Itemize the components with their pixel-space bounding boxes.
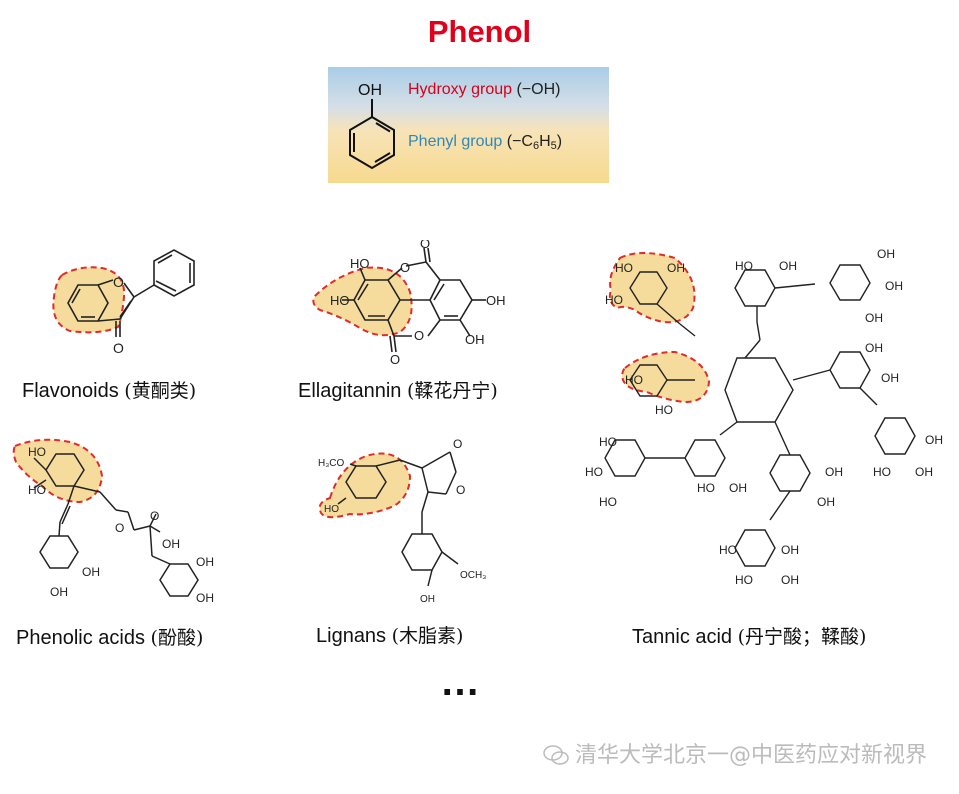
atom-label: OH (667, 261, 685, 275)
atom-label: HO (28, 483, 46, 497)
atom-label: HO (585, 465, 603, 479)
ellipsis: … (440, 660, 482, 704)
atom-label: OH (196, 555, 214, 569)
atom-label: OH (420, 594, 435, 605)
atom-label: OH (877, 247, 895, 261)
atom-label: OH (885, 279, 903, 293)
atom-label: O (115, 521, 124, 535)
atom-label: OH (162, 537, 180, 551)
caption-ellagitannin: Ellagitannin (鞣花丹宁) (298, 380, 498, 402)
atom-label: HO (350, 256, 370, 271)
phenol-legend-box: OH Hydroxy group (−OH) Phenyl group (−C6… (328, 67, 609, 183)
hydroxy-group-label: Hydroxy group (−OH) (408, 81, 561, 98)
atom-label: OH (925, 433, 943, 447)
ellagitannin-structure: HO HO O O OH OH O O (312, 240, 506, 365)
atom-label: OH (915, 465, 933, 479)
caption-tannic-acid: Tannic acid (丹宁酸；鞣酸) (632, 626, 867, 648)
oh-atom-label: OH (358, 82, 382, 99)
phenol-structure: OH (349, 82, 395, 170)
atom-label: OH (781, 573, 799, 587)
atom-label: OH (729, 481, 747, 495)
phenyl-group-label: Phenyl group (−C6H5) (408, 133, 563, 152)
phenolic-acid-structure: HO HO O O OH OH OH OH OH (12, 438, 214, 605)
atom-label: O (420, 240, 430, 251)
atom-label: O (453, 437, 462, 451)
atom-label: OH (781, 543, 799, 557)
atom-label: OH (82, 565, 100, 579)
atom-label: OH (50, 585, 68, 599)
atom-label: OH (196, 591, 214, 605)
atom-label: OH (465, 332, 485, 347)
atom-label: OH (486, 293, 506, 308)
atom-label: O (400, 260, 410, 275)
atom-label: O (456, 483, 465, 497)
caption-phenolic-acids: Phenolic acids (酚酸) (16, 627, 204, 649)
caption-lignans: Lignans (木脂素) (316, 625, 464, 647)
atom-label: HO (324, 504, 339, 515)
atom-label: OH (865, 311, 883, 325)
atom-label: HO (735, 259, 753, 273)
atom-label: HO (697, 481, 715, 495)
atom-label: HO (873, 465, 891, 479)
atom-label: HO (599, 435, 617, 449)
page-title: Phenol (427, 14, 532, 49)
chat-icon (543, 745, 569, 765)
watermark: 清华大学北京一@中医药应对新视界 (543, 737, 927, 769)
atom-label: HO (599, 495, 617, 509)
atom-label: O (150, 509, 159, 523)
atom-label: H₃CO (318, 458, 345, 469)
atom-label: O (113, 340, 124, 356)
atom-label: OH (881, 371, 899, 385)
lignan-structure: H₃CO HO O O OCH₃ OH (318, 437, 486, 605)
atom-label: HO (28, 445, 46, 459)
atom-label: OCH₃ (460, 570, 486, 581)
atom-label: HO (655, 403, 673, 417)
atom-label: HO (615, 261, 633, 275)
flavonoid-structure: O O (52, 249, 195, 356)
atom-label: HO (605, 293, 623, 307)
atom-label: OH (825, 465, 843, 479)
atom-label: HO (330, 293, 350, 308)
atom-label: O (113, 274, 124, 290)
atom-label: OH (779, 259, 797, 273)
atom-label: HO (735, 573, 753, 587)
atom-label: O (390, 352, 400, 365)
atom-label: HO (719, 543, 737, 557)
atom-label: OH (817, 495, 835, 509)
atom-label: OH (865, 341, 883, 355)
atom-label: HO (625, 373, 643, 387)
atom-label: O (414, 328, 424, 343)
tannic-acid-structure: HO OH HO HO HO HO OH OH OH OH OH OH OH O… (585, 247, 943, 587)
caption-flavonoids: Flavonoids (黄酮类) (22, 380, 197, 402)
